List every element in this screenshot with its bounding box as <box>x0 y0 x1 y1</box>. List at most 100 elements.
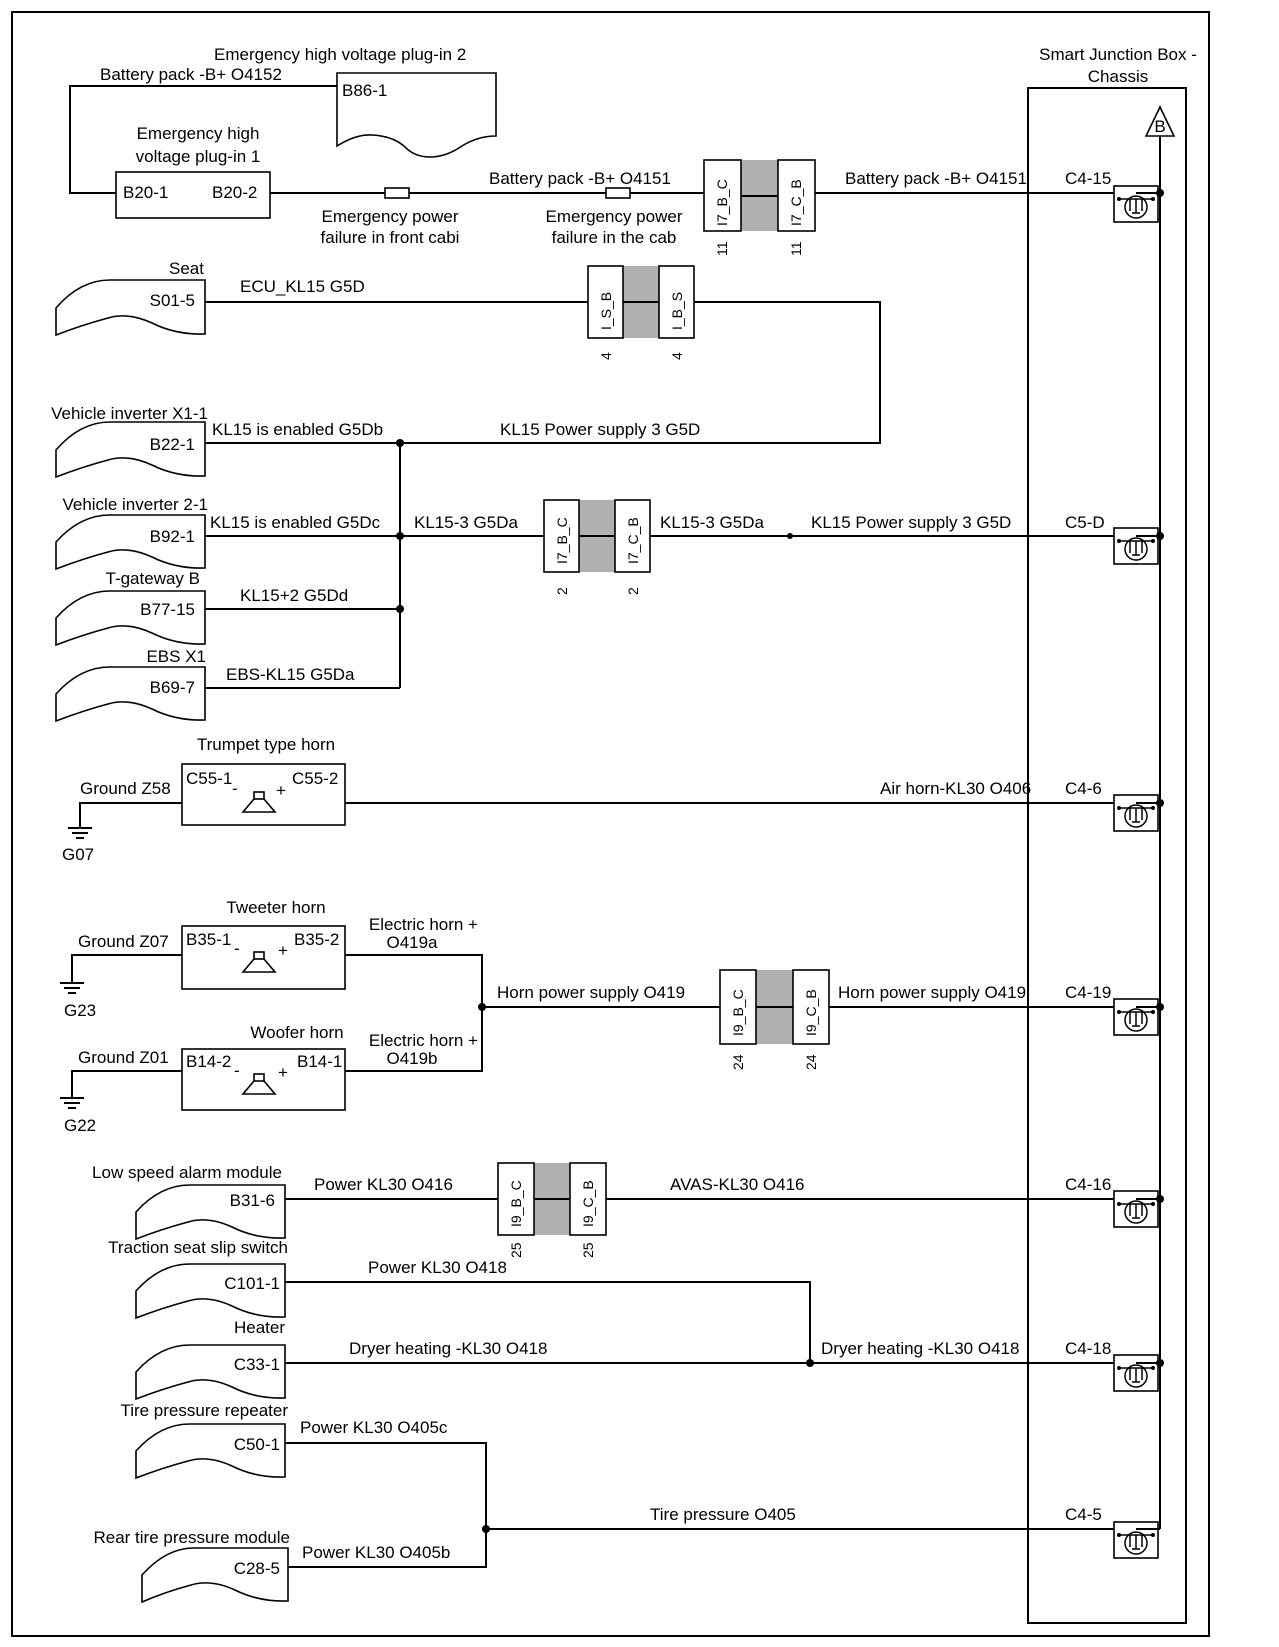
inverter1-connector <box>55 421 206 479</box>
tgateway-wire-label: KL15+2 G5Dd <box>240 586 348 605</box>
splice-i9-b-c-24 <box>719 969 757 1045</box>
inverter2-pin: B92-1 <box>150 527 195 546</box>
splice-i7-b-c-2-label: I7_B_C <box>554 517 570 564</box>
heater-circuit: Heater C33-1 Dryer heating -KL30 O418 Dr… <box>135 1318 1164 1401</box>
horn-supply-label-left: Horn power supply O419 <box>497 983 685 1002</box>
tire-repeater-circuit: Tire pressure repeater C50-1 Power KL30 … <box>120 1401 487 1568</box>
splice-i9-c-b-24-label: I9_C_B <box>803 989 819 1036</box>
kl15-power-supply-wire <box>400 301 881 444</box>
horn-supply-circuit: Horn power supply O419 I9_B_C I9_C_B 24 … <box>478 969 1164 1070</box>
plug2-pin: B86-1 <box>342 81 387 100</box>
plug1-box <box>115 171 271 219</box>
tire-pressure-label: Tire pressure O405 <box>650 1505 796 1524</box>
tire-pressure-feed-wires <box>285 1442 487 1568</box>
seat-connector <box>55 279 206 337</box>
heater-title: Heater <box>234 1318 285 1337</box>
splice-i-b-s <box>658 265 695 339</box>
fuse-cab <box>605 187 631 199</box>
sjb-switch-c5-d <box>1113 527 1159 565</box>
splice-i7-b-c-2 <box>543 499 580 573</box>
o4151-label-left: Battery pack -B+ O4151 <box>489 169 671 188</box>
splice-i7-c-b-2 <box>614 499 651 573</box>
woofer-wire-label-line2: O419b <box>386 1049 437 1068</box>
fuse2-label-line2: failure in the cab <box>552 228 677 247</box>
splice-i-s-b <box>587 265 624 339</box>
tweeter-plus: + <box>278 941 288 960</box>
tweeter-minus: - <box>234 939 240 958</box>
trumpet-plus: + <box>276 781 286 800</box>
power-kl30-o418-wire <box>285 1281 811 1363</box>
power-kl30-o418-label: Power KL30 O418 <box>368 1258 507 1277</box>
inverter2-title: Vehicle inverter 2-1 <box>62 495 208 514</box>
low-speed-alarm-title: Low speed alarm module <box>92 1163 282 1182</box>
tgateway-connector <box>55 590 206 647</box>
page-frame <box>11 11 1210 1637</box>
sjb-title-line1: Smart Junction Box - <box>1039 45 1197 64</box>
kl15-power-supply-label: KL15 Power supply 3 G5D <box>500 420 700 439</box>
seat-circuit: Seat S01-5 ECU_KL15 G5D I_S_B I_B_S 4 4 <box>55 259 881 444</box>
traction-switch-connector <box>135 1263 286 1320</box>
woofer-wire-label-line1: Electric horn + <box>369 1031 478 1050</box>
plug1-title-line2: voltage plug-in 1 <box>136 147 261 166</box>
tire-repeater-title: Tire pressure repeater <box>120 1401 288 1420</box>
dryer-heating-label-right: Dryer heating -KL30 O418 <box>821 1339 1019 1358</box>
splice-i-b-s-pin: 4 <box>669 352 685 360</box>
trumpet-pin-c55-1: C55-1 <box>186 769 232 788</box>
plug2-title: Emergency high voltage plug-in 2 <box>214 45 466 64</box>
electric-horn-wires <box>345 954 483 1072</box>
tweeter-wire-label-line2: O419a <box>386 933 438 952</box>
plug2-connector <box>336 72 497 158</box>
seat-pin: S01-5 <box>150 291 195 310</box>
sjb-reference-label: B <box>1154 117 1165 136</box>
tire-rear-wire-label: Power KL30 O405b <box>302 1543 450 1562</box>
splice-i7-c-b-label: I7_C_B <box>788 179 804 226</box>
woofer-horn-circuit: Woofer horn B14-2 B14-1 - + Ground Z01 G… <box>59 1023 478 1135</box>
sjb-switch-c4-5 <box>1113 1521 1159 1559</box>
battery-o4152-label: Battery pack -B+ O4152 <box>100 65 282 84</box>
dryer-heating-label-left: Dryer heating -KL30 O418 <box>349 1339 547 1358</box>
fuse1-label-line1: Emergency power <box>321 207 458 226</box>
splice-i7-c-b-2-label: I7_C_B <box>625 517 641 564</box>
inverter2-circuit: Vehicle inverter 2-1 B92-1 KL15 is enabl… <box>55 495 1164 595</box>
trumpet-pin-c55-2: C55-2 <box>292 769 338 788</box>
sjb-title-line2: Chassis <box>1088 67 1148 86</box>
woofer-minus: - <box>234 1061 240 1080</box>
tire-repeater-connector <box>135 1423 286 1480</box>
tgateway-circuit: T-gateway B B77-15 KL15+2 G5Dd <box>55 569 404 647</box>
splice-i9-b-c-25 <box>497 1162 535 1236</box>
sjb-switch-c4-15 <box>1113 185 1159 223</box>
power-kl30-o416-label: Power KL30 O416 <box>314 1175 453 1194</box>
woofer-plus: + <box>278 1063 288 1082</box>
tire-rear-title: Rear tire pressure module <box>93 1528 290 1547</box>
tweeter-ground-wire <box>71 954 182 983</box>
inverter1-circuit: Vehicle inverter X1-1 B22-1 KL15 is enab… <box>51 404 700 479</box>
ground-g23-label: G23 <box>64 1001 96 1020</box>
plug1-pin-b20-2: B20-2 <box>212 183 257 202</box>
splice-i7-b-c-pin: 11 <box>714 241 730 256</box>
sjb-switch-c4-18 <box>1113 1354 1159 1392</box>
splice-i9-c-b-25-pin: 25 <box>580 1242 596 1258</box>
tire-rear-circuit: Tire pressure O405 C4-5 Rear tire pressu… <box>93 1505 1160 1604</box>
fuse-front-cabin <box>384 187 410 199</box>
sjb-pin-c4-6: C4-6 <box>1065 779 1102 798</box>
woofer-ground-wire <box>71 1070 182 1098</box>
tgateway-pin: B77-15 <box>140 600 195 619</box>
o4151-label-right: Battery pack -B+ O4151 <box>845 169 1027 188</box>
sjb-pin-c4-15: C4-15 <box>1065 169 1111 188</box>
horn-supply-label-right: Horn power supply O419 <box>838 983 1026 1002</box>
tweeter-pin-b35-1: B35-1 <box>186 930 231 949</box>
splice-i9-b-c-24-label: I9_B_C <box>730 989 746 1036</box>
sjb-pin-c4-19: C4-19 <box>1065 983 1111 1002</box>
splice-i-b-s-label: I_B_S <box>669 292 685 330</box>
splice-i7-b-c-11 <box>703 159 742 232</box>
splice-i9-c-b-25-label: I9_C_B <box>580 1180 596 1227</box>
traction-switch-title: Traction seat slip switch <box>108 1238 288 1257</box>
fuse2-label-line1: Emergency power <box>545 207 682 226</box>
tgateway-title: T-gateway B <box>106 569 201 588</box>
sjb-switch-c4-16 <box>1113 1190 1159 1228</box>
inverter1-wire-label: KL15 is enabled G5Db <box>212 420 383 439</box>
splice-i9-c-b-24-pin: 24 <box>803 1054 819 1070</box>
splice-i7-c-b-pin: 11 <box>788 241 804 256</box>
ecu-kl15-label: ECU_KL15 G5D <box>240 277 365 296</box>
